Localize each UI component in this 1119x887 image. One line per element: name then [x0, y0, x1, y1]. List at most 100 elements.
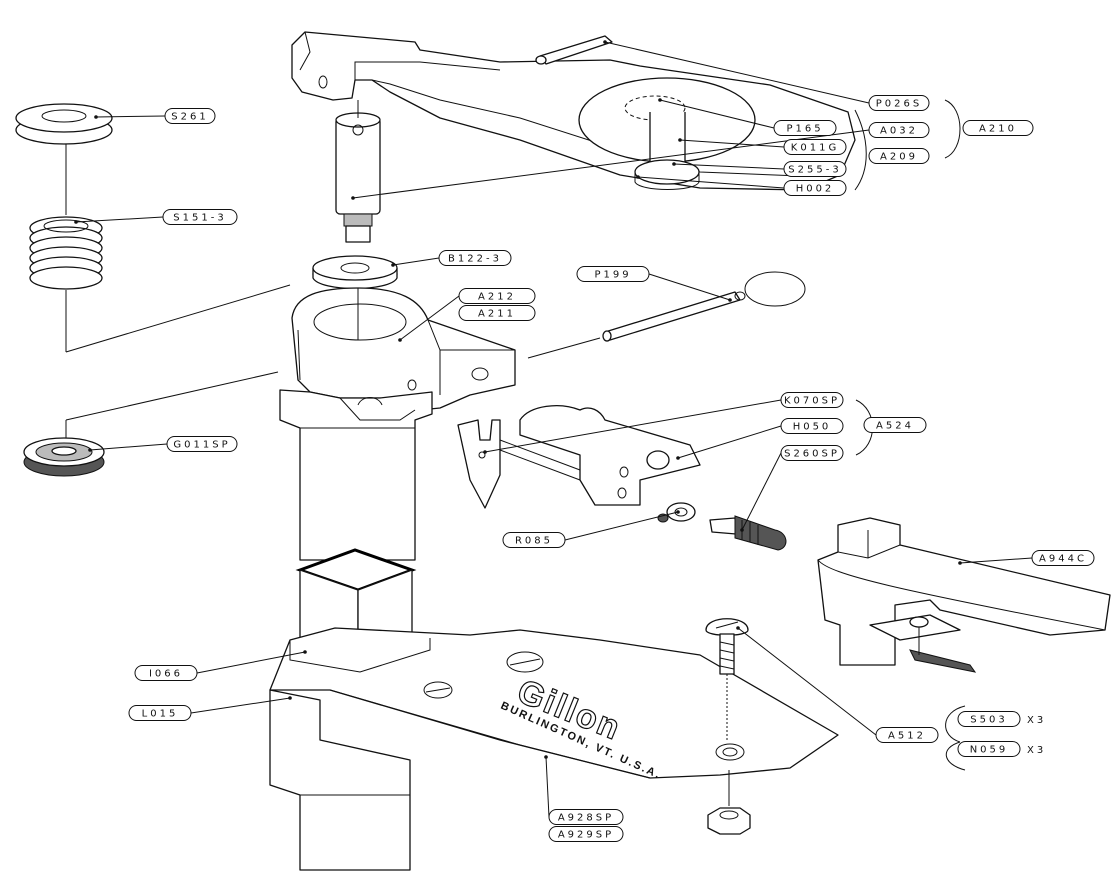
callout-a210[interactable]: A210	[962, 120, 1034, 136]
callout-g011sp[interactable]: G011SP	[166, 436, 238, 452]
callout-n059[interactable]: N059	[957, 741, 1021, 757]
leader-arrow-g011sp	[88, 448, 92, 452]
leader-b122-3	[392, 257, 440, 266]
leader-a032	[352, 129, 870, 199]
leader-p026s	[604, 41, 870, 104]
svg-text:A210: A210	[979, 124, 1017, 135]
svg-text:I066: I066	[149, 669, 183, 680]
post-shaft	[335, 100, 381, 243]
callout-a512[interactable]: A512	[875, 727, 939, 743]
leader-arrow-p165	[658, 98, 662, 102]
pin-p026s	[535, 35, 613, 65]
svg-text:H002: H002	[796, 184, 835, 195]
leader-a512	[737, 627, 877, 736]
callout-a524[interactable]: A524	[863, 417, 927, 433]
callout-s261[interactable]: S261	[164, 108, 216, 124]
svg-text:A929SP: A929SP	[558, 830, 614, 841]
leader-arrow-s261	[94, 115, 98, 119]
callout-s151-3[interactable]: S151-3	[162, 209, 238, 225]
base-plate-l015	[269, 627, 839, 871]
leader-arrow-s255-3	[672, 162, 676, 166]
leader-arrow-p199	[728, 298, 732, 302]
leader-h050	[677, 425, 782, 459]
svg-text:K070SP: K070SP	[784, 396, 840, 407]
group-braces	[854, 99, 966, 771]
assembly-a944c	[817, 517, 1111, 673]
svg-text:A928SP: A928SP	[558, 813, 614, 824]
svg-text:A212: A212	[478, 292, 516, 303]
svg-text:N059: N059	[970, 745, 1009, 756]
leader-s151-3	[75, 216, 164, 223]
pin-p199	[527, 271, 806, 359]
callout-a032[interactable]: A032	[868, 122, 930, 138]
callout-s255-3[interactable]: S255-3	[783, 161, 847, 177]
svg-text:P165: P165	[786, 124, 823, 135]
callout-a212[interactable]: A212	[458, 288, 536, 304]
svg-text:A524: A524	[876, 421, 914, 432]
svg-text:B122-3: B122-3	[448, 254, 502, 265]
qty-n059: X3	[1027, 745, 1046, 756]
callout-a929sp[interactable]: A929SP	[548, 826, 624, 842]
callout-p026s[interactable]: P026S	[868, 95, 930, 111]
callout-p199[interactable]: P199	[576, 266, 650, 282]
knob-k011g	[578, 77, 756, 190]
svg-text:A032: A032	[880, 126, 918, 137]
gear-g011sp	[23, 371, 279, 477]
leader-p165	[659, 99, 775, 129]
leader-s261	[95, 115, 166, 118]
spring-s151-3	[29, 216, 291, 353]
leader-arrow-a512	[736, 626, 740, 630]
svg-text:S260SP: S260SP	[784, 449, 840, 460]
washer-s261	[15, 103, 113, 215]
leader-arrow-a928sp	[544, 755, 548, 759]
callout-s260sp[interactable]: S260SP	[780, 445, 844, 461]
leader-arrow-s151-3	[74, 220, 78, 224]
svg-text:R085: R085	[515, 536, 553, 547]
callout-k011g[interactable]: K011G	[783, 139, 847, 155]
leader-p199	[648, 273, 731, 301]
callout-h050[interactable]: H050	[780, 418, 844, 434]
assembly-a524	[457, 405, 701, 509]
leader-k011g	[679, 139, 785, 148]
callout-s503[interactable]: S503	[957, 711, 1021, 727]
svg-text:A209: A209	[880, 152, 918, 163]
leader-arrow-k070sp	[483, 450, 487, 454]
leader-h002	[637, 176, 785, 189]
housing-a212	[291, 287, 516, 411]
svg-text:G011SP: G011SP	[173, 440, 230, 451]
callout-p165[interactable]: P165	[773, 120, 837, 136]
leader-arrow-k011g	[678, 138, 682, 142]
callout-a928sp[interactable]: A928SP	[548, 809, 624, 825]
callout-i066[interactable]: I066	[134, 665, 198, 681]
svg-text:S151-3: S151-3	[173, 213, 226, 224]
callout-h002[interactable]: H002	[783, 180, 847, 196]
leader-r085	[564, 511, 679, 541]
leader-arrow-i066	[303, 650, 307, 654]
callout-l015[interactable]: L015	[128, 705, 192, 721]
leader-arrow-r085	[676, 510, 680, 514]
callout-a944c[interactable]: A944C	[1031, 550, 1095, 566]
block-body	[279, 389, 433, 561]
svg-text:A512: A512	[888, 731, 926, 742]
leader-s255-3	[673, 163, 785, 170]
washer-b122-3	[312, 255, 398, 290]
leader-arrow-b122-3	[391, 263, 395, 267]
washer-r085	[657, 502, 696, 523]
leader-arrow-l015	[288, 696, 292, 700]
svg-text:A944C: A944C	[1039, 554, 1087, 565]
svg-text:S503: S503	[970, 715, 1007, 726]
svg-text:P199: P199	[594, 270, 631, 281]
callout-b122-3[interactable]: B122-3	[438, 250, 512, 266]
callout-k070sp[interactable]: K070SP	[780, 392, 844, 408]
leader-g011sp	[89, 443, 168, 451]
leader-arrow-a212	[398, 338, 402, 342]
screw-s260sp	[709, 515, 787, 551]
callout-a211[interactable]: A211	[458, 305, 536, 321]
nut-n059	[707, 770, 751, 835]
callout-r085[interactable]: R085	[502, 532, 566, 548]
callout-a209[interactable]: A209	[868, 148, 930, 164]
leader-l015	[190, 697, 291, 714]
leader-s260sp	[741, 452, 782, 531]
svg-text:K011G: K011G	[791, 143, 839, 154]
